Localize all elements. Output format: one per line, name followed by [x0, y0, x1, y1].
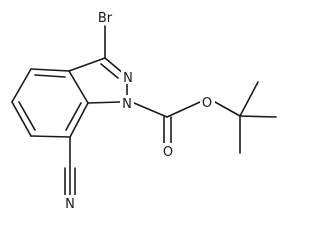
- ring-nitrogen-2-label: N: [123, 71, 133, 86]
- bond-c4-c5: [11, 68, 32, 103]
- nitrile-nitrogen-label: N: [65, 197, 75, 212]
- bond-c7-c7a: [69, 102, 89, 138]
- nitrile-nitrogen-atom: N: [63, 195, 77, 212]
- bond-c7a-c3a: [68, 70, 89, 104]
- bond-c5-c6-inner: [18, 101, 36, 131]
- chemical-structure: Br N N O O N: [11, 9, 277, 212]
- ester-oxygen-label: O: [202, 96, 212, 111]
- bond-tbu-methyl-top: [239, 81, 259, 117]
- bond-n1-carbonyl: [133, 102, 168, 118]
- ring-nitrogen-1-atom: N: [120, 95, 134, 112]
- bond-carbonyl-ester-o: [166, 101, 201, 118]
- bond-c3-n2: [104, 57, 125, 75]
- bond-c3a-c4-inner: [34, 74, 66, 78]
- bond-n1-c7a: [87, 101, 121, 104]
- bromine-label: Br: [98, 11, 113, 26]
- ring-nitrogen-2-atom: N: [121, 70, 135, 86]
- bond-c3a-c3: [68, 57, 106, 72]
- bonds: [11, 25, 277, 197]
- bond-c3-n2-inner: [100, 63, 119, 79]
- bond-c7-c7a-inner: [65, 102, 82, 131]
- bond-c5-c6: [11, 101, 32, 137]
- bromine-atom: Br: [95, 9, 115, 26]
- bond-tbu-methyl-right: [239, 115, 277, 118]
- bond-c3a-c4: [30, 68, 70, 72]
- carbonyl-oxygen-label: O: [163, 145, 173, 160]
- ester-oxygen-atom: O: [200, 94, 215, 111]
- bond-ester-o-tbu: [214, 101, 241, 117]
- carbonyl-oxygen-atom: O: [161, 143, 175, 160]
- ring-nitrogen-1-label: N: [122, 97, 132, 112]
- bond-c6-c7: [30, 135, 71, 138]
- atom-labels: Br N N O O N: [63, 9, 215, 212]
